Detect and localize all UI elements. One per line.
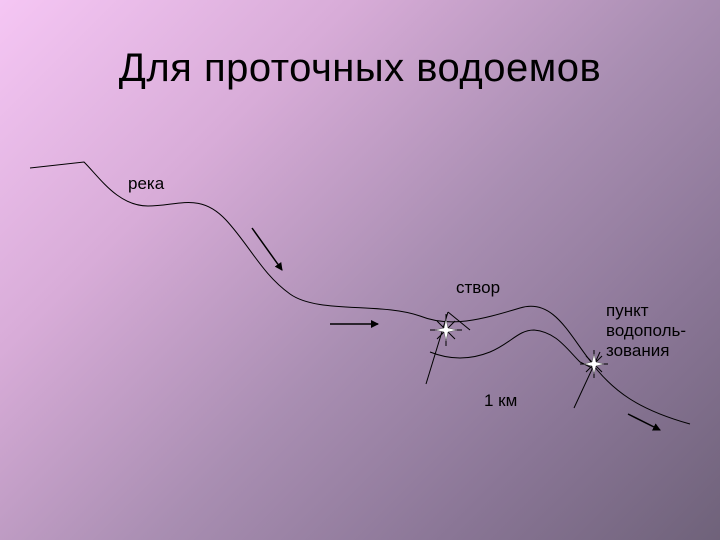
section-line-right: [447, 311, 471, 331]
slide-title: Для проточных водоемов: [118, 46, 602, 90]
river-line: [29, 161, 691, 425]
star-marker-icon: [580, 350, 608, 378]
water-use-point-label-line: зования: [606, 341, 670, 360]
distance-label: 1 км: [484, 391, 518, 410]
flow-arrow-icon: [627, 413, 661, 431]
star-marker-icon: [430, 314, 462, 346]
section-label: створ: [456, 278, 501, 297]
section-line: [425, 311, 449, 385]
water-use-point-label-line: пункт: [606, 301, 649, 320]
water-use-point-label-line: водополь-: [606, 321, 687, 340]
river-lower-line: [429, 329, 593, 369]
water-use-point-label: пункт водополь- зования: [606, 301, 716, 361]
river-label: река: [128, 174, 165, 193]
flow-arrow-icon: [251, 227, 283, 271]
